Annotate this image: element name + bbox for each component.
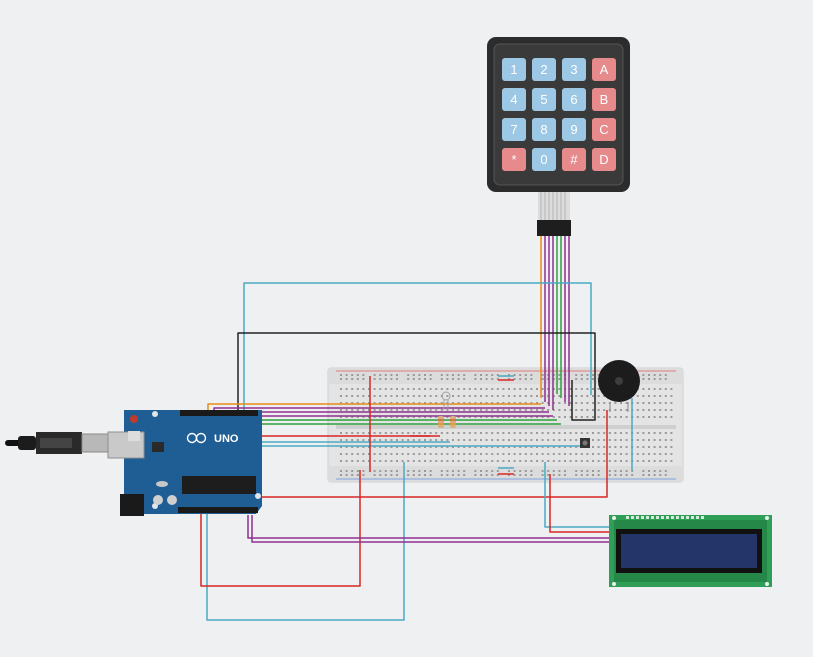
wire-red-lcd2	[549, 474, 610, 533]
wires	[200, 236, 633, 621]
piezo-buzzer-icon[interactable]	[598, 360, 640, 412]
lcd-pins	[626, 516, 704, 519]
keypad-key[interactable]: D	[592, 148, 616, 171]
keypad-key-label: C	[599, 122, 608, 137]
wire-red-lcd	[262, 410, 608, 498]
keypad-keys: 1 2 3 A 4 5 6 B 7 8 9 C * 0 # D	[502, 58, 616, 171]
keypad-ribbon	[537, 192, 571, 236]
keypad-key[interactable]: 6	[562, 88, 586, 111]
wire-cyan-v	[206, 462, 405, 621]
wire-purple-lcd2	[251, 515, 610, 543]
wire-cyan-top	[243, 282, 592, 412]
resistors[interactable]	[438, 416, 456, 428]
breadboard-holes	[340, 374, 673, 476]
usb-cable-icon[interactable]	[5, 432, 111, 454]
board-label: UNO	[214, 433, 239, 445]
keypad-key[interactable]: 9	[562, 118, 586, 141]
keypad-key-label: 0	[540, 152, 547, 167]
keypad-key-label: 9	[570, 122, 577, 137]
keypad-key[interactable]: 2	[532, 58, 556, 81]
keypad-key-label: 7	[510, 122, 517, 137]
keypad-key-label: 5	[540, 92, 547, 107]
keypad-key[interactable]: C	[592, 118, 616, 141]
keypad-key[interactable]: B	[592, 88, 616, 111]
keypad-key[interactable]: 5	[532, 88, 556, 111]
push-button-icon[interactable]	[580, 438, 590, 448]
wire-black-top	[237, 332, 596, 421]
keypad-key-label: #	[570, 152, 578, 167]
keypad-key-label: 8	[540, 122, 547, 137]
keypad-key[interactable]: 7	[502, 118, 526, 141]
membrane-keypad[interactable]: 1 2 3 A 4 5 6 B 7 8 9 C * 0 # D	[487, 37, 630, 236]
keypad-key[interactable]: 3	[562, 58, 586, 81]
wire-cyan-lcd	[544, 462, 610, 528]
lcd-display[interactable]	[609, 515, 772, 587]
arduino-uno[interactable]: UNO	[107, 410, 262, 516]
keypad-key[interactable]: 4	[502, 88, 526, 111]
keypad-key[interactable]: 8	[532, 118, 556, 141]
keypad-key-label: 4	[510, 92, 517, 107]
keypad-key[interactable]: 1	[502, 58, 526, 81]
keypad-key[interactable]: 0	[532, 148, 556, 171]
keypad-key-label: *	[511, 152, 516, 167]
led[interactable]	[441, 391, 451, 410]
keypad-key-label: D	[599, 152, 608, 167]
keypad-key-label: 1	[510, 62, 517, 77]
wire-red-loop	[200, 470, 361, 587]
keypad-key-label: 6	[570, 92, 577, 107]
keypad-key-label: 2	[540, 62, 547, 77]
keypad-key-label: A	[600, 62, 609, 77]
wire-purple-lcd1	[247, 515, 610, 539]
keypad-key[interactable]: #	[562, 148, 586, 171]
keypad-key[interactable]: *	[502, 148, 526, 171]
keypad-key[interactable]: A	[592, 58, 616, 81]
keypad-key-label: B	[600, 92, 609, 107]
keypad-key-label: 3	[570, 62, 577, 77]
wire-orange-h	[207, 403, 541, 412]
